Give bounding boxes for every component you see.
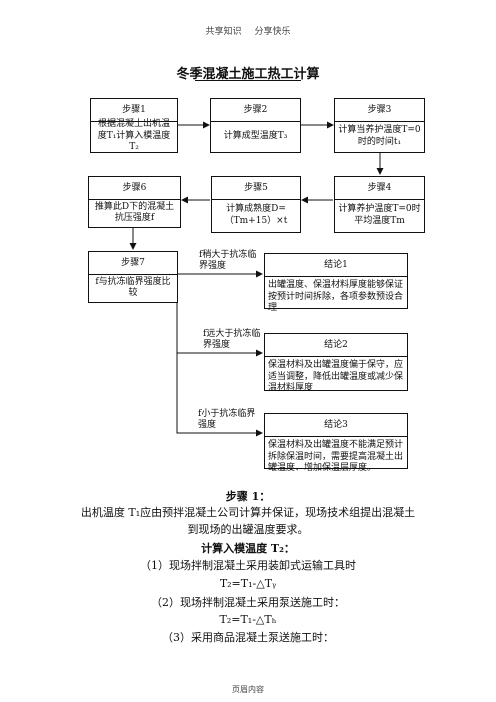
step-1-box: 步骤1 根据混凝土出机温度T₁计算入模温度T₂ [90,98,178,153]
page-footer: 页眉内容 [232,685,264,694]
step-7-text: f与抗冻临界强度比较 [95,276,171,299]
step-6-label: 步骤6 [89,177,180,200]
step-2-box: 步骤2 计算成型温度T₃ [210,98,301,153]
conclusion-2-text: 保温材料及出罐温度偏于保守，应适当调整，降低出罐温度或减少保温材料厚度 [268,360,404,393]
arrow-step7-conclusion3 [176,353,263,437]
step-4-box: 步骤4 计算养护温度T=0时平均温度Tm [334,176,425,233]
step-5-box: 步骤5 计算成熟度D=（Tm+15）×t [211,176,301,233]
step-3-label: 步骤3 [335,99,424,122]
step-5-label: 步骤5 [212,177,300,200]
step1-heading: 步骤 1： [225,490,271,503]
conclusion-2-box: 结论2 保温材料及出罐温度偏于保守，应适当调整，降低出罐温度或减少保温材料厚度 [264,333,408,393]
page-header: 共享知识 分享快乐 [0,24,496,37]
case-3-text: （3）采用商品混凝土泵送施工时： [162,631,334,644]
t2-heading: 计算入模温度 T₂： [201,542,295,555]
condition-1-label: f稍大于抗冻临界强度 [199,250,257,271]
formula-1: T₂=T₁-△Tᵧ [219,577,277,590]
conclusion-1-label: 结论1 [265,254,407,277]
step-3-box: 步骤3 计算当养护温度T=0时的时间t₁ [334,98,425,153]
step-2-text: 计算成型温度T₃ [223,130,288,141]
step-1-text: 根据混凝土出机温度T₁计算入模温度T₂ [97,119,171,153]
step1-paragraph-line2: 到现场的出罐温度要求。 [187,523,309,536]
conclusion-3-text: 保温材料及出罐温度不能满足预计拆除保温时间，需要提高混凝土出罐温度、增加保温层厚… [268,440,404,473]
case-2-text: （2）现场拌制混凝土采用泵送施工时： [151,596,345,609]
conclusion-3-box: 结论3 保温材料及出罐温度不能满足预计拆除保温时间，需要提高混凝土出罐温度、增加… [264,413,408,473]
step-4-text: 计算养护温度T=0时平均温度Tm [338,204,421,226]
step-4-label: 步骤4 [335,177,424,200]
header-left-text: 共享知识 [205,27,242,37]
condition-2-label: f远大于抗冻临界强度 [203,329,261,350]
step-6-text: 推算此D下的混凝土抗压强度f [94,201,175,224]
formula-2: T₂=T₁-△Tₕ [219,613,277,626]
conclusion-3-label: 结论3 [265,414,407,437]
step-1-label: 步骤1 [91,99,177,122]
step-5-text: 计算成熟度D=（Tm+15）×t [224,204,288,226]
case-1-text: （1）现场拌制混凝土采用装卸式运输工具时 [140,559,356,572]
step-2-label: 步骤2 [211,99,300,122]
header-right-text: 分享快乐 [254,27,291,37]
step-3-text: 计算当养护温度T=0时的时间t₁ [338,125,421,147]
conclusion-1-box: 结论1 出罐温度、保温材料厚度能够保证按预计时间拆除，各项参数预设合理 [264,253,408,313]
step1-paragraph-line1: 出机温度 T₁应由预拌混凝土公司计算并保证，现场技术组提出混凝土 [80,506,416,519]
title-underline [195,80,301,81]
step-6-box: 步骤6 推算此D下的混凝土抗压强度f [88,176,181,228]
conclusion-2-label: 结论2 [265,334,407,357]
document-title: 冬季混凝土施工热工计算 [176,67,320,82]
conclusion-1-text: 出罐温度、保温材料厚度能够保证按预计时间拆除，各项参数预设合理 [268,280,404,313]
condition-3-label: f小于抗冻临界强度 [198,409,256,430]
step-7-label: 步骤7 [89,252,177,275]
step-7-box: 步骤7 f与抗冻临界强度比较 [88,251,178,303]
